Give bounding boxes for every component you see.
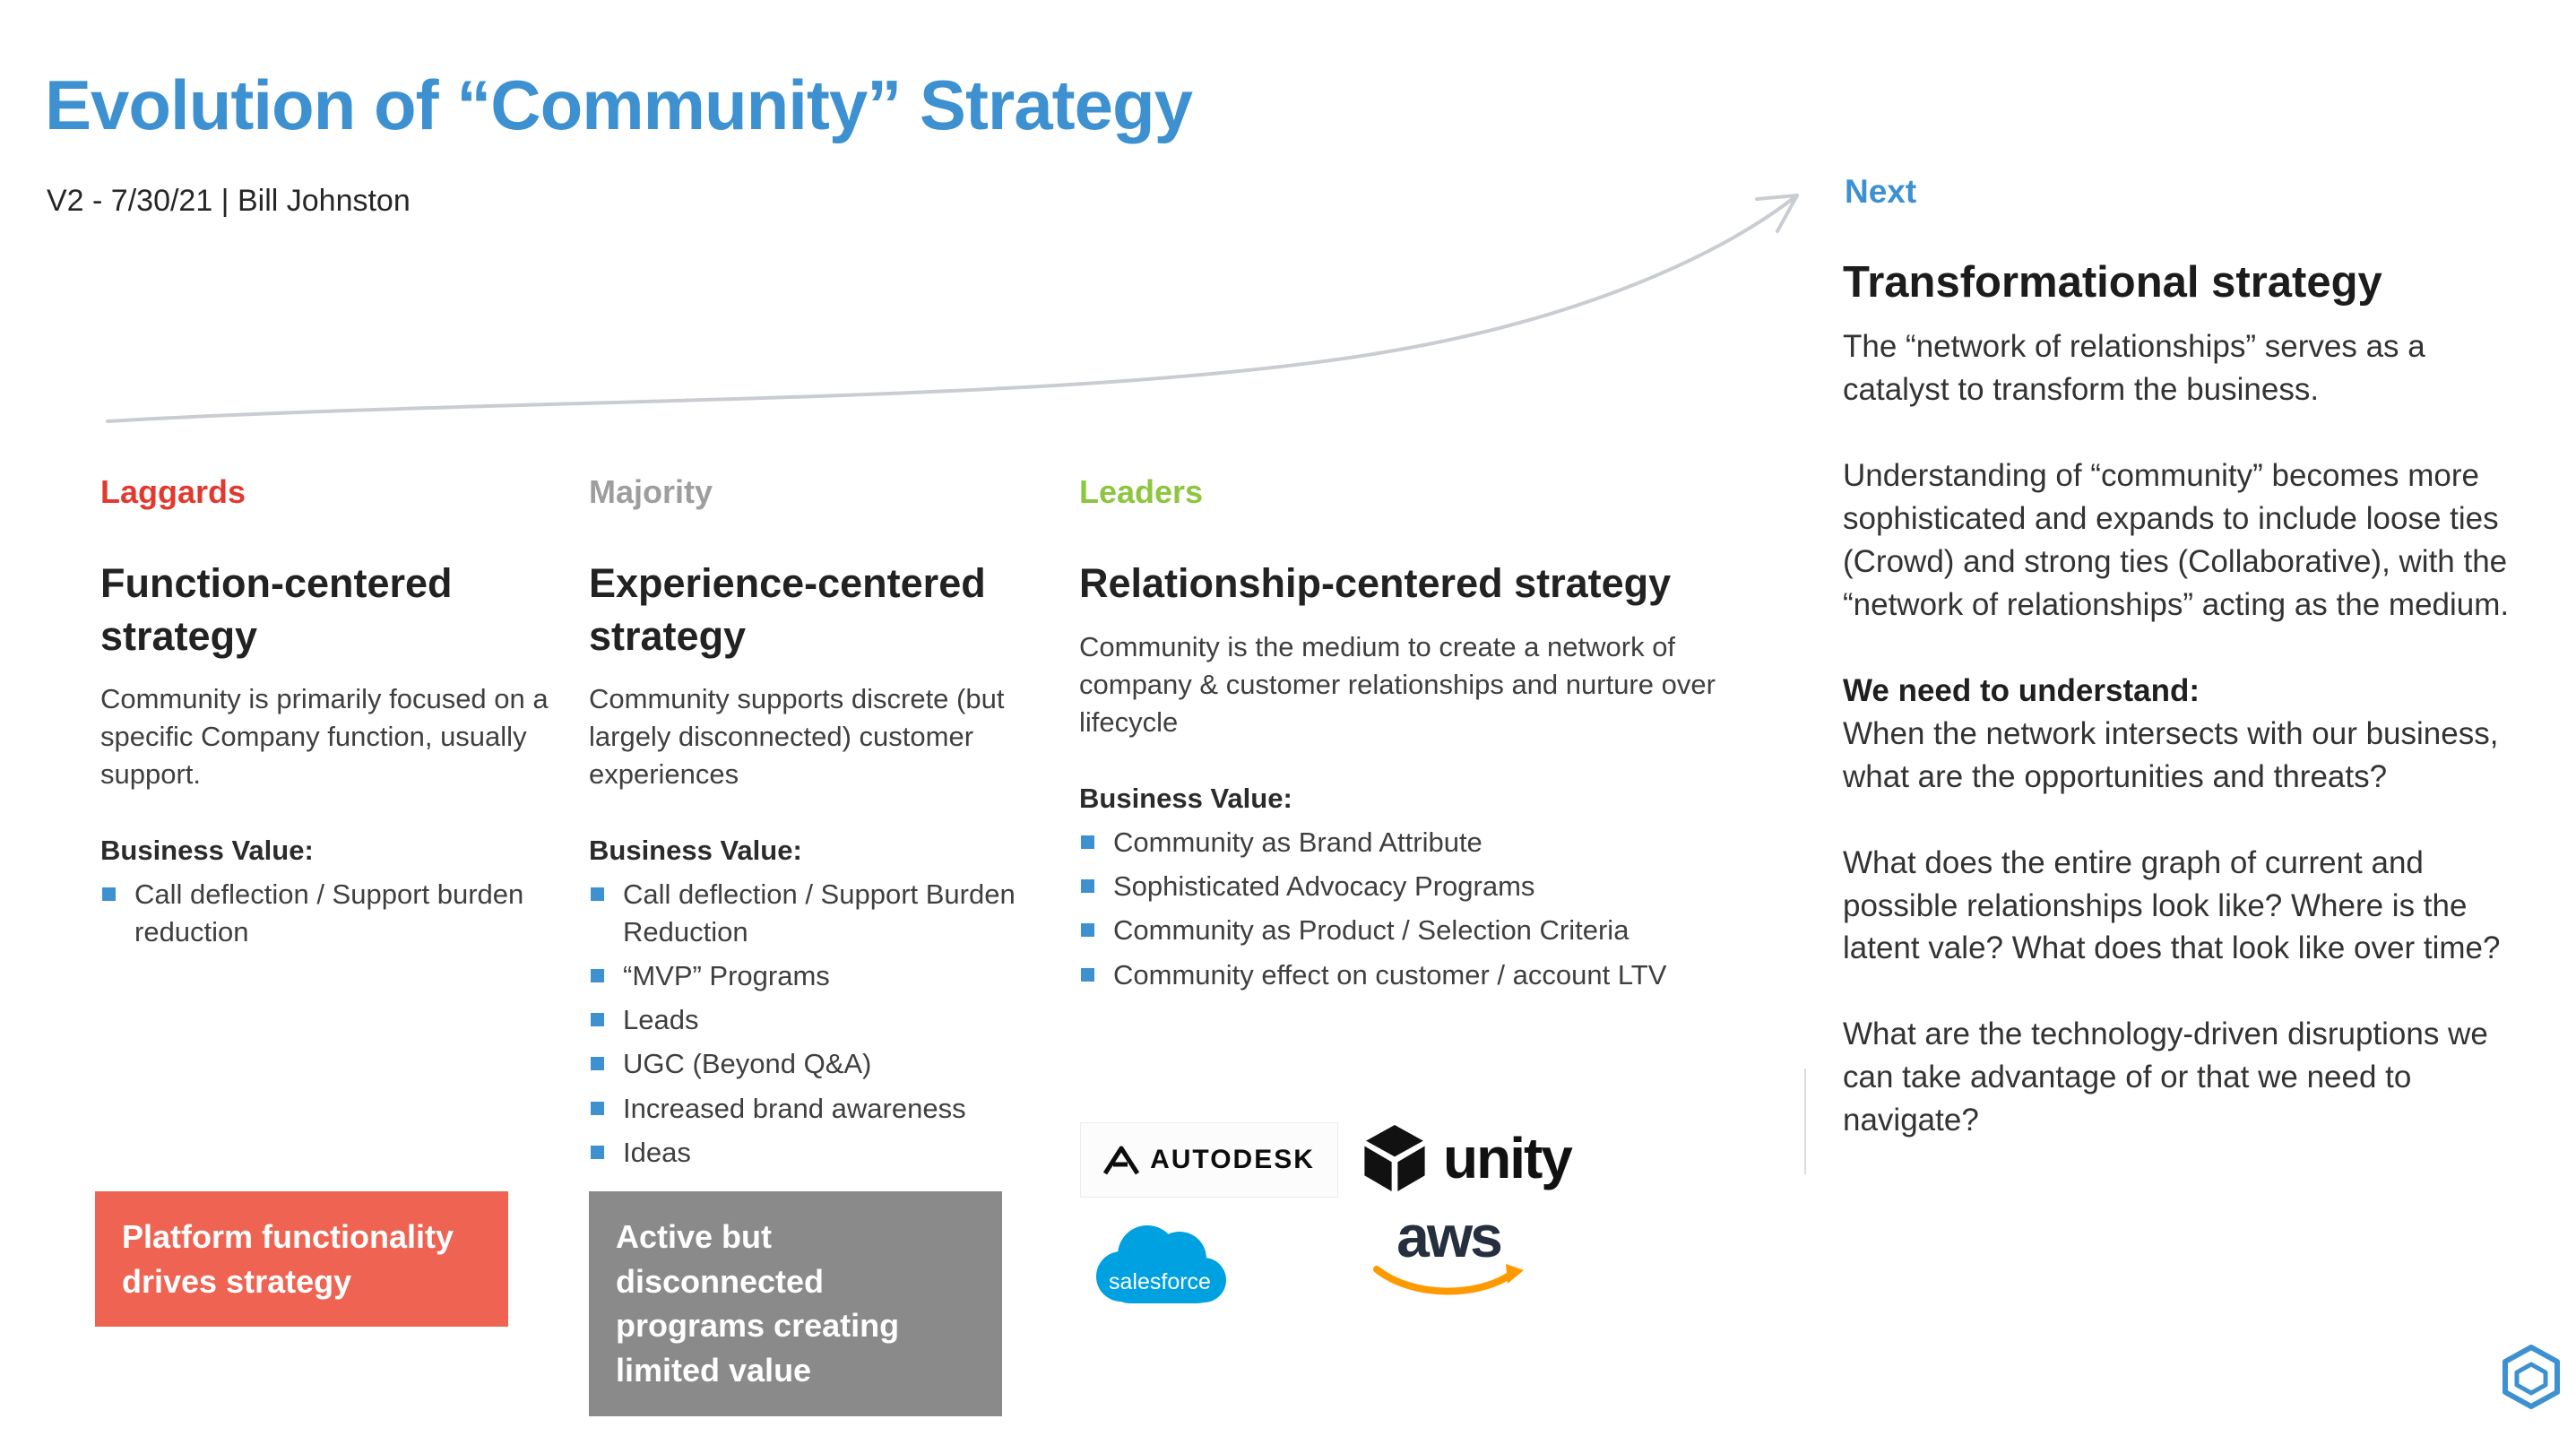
bullet-text: Community as Brand Attribute [1113, 826, 1482, 858]
list-item: Call deflection / Support Burden Reducti… [589, 876, 1042, 949]
stage-label-laggards: Laggards [100, 473, 246, 510]
list-item: Leads [589, 1001, 1042, 1038]
bullet-square-icon [591, 1101, 604, 1115]
column-leaders: Leaders Relationship-centered strategy C… [1079, 473, 1778, 1000]
laggards-callout-box: Platform functionality drives strategy [95, 1191, 508, 1328]
column-laggards: Laggards Function-centered strategy Comm… [100, 473, 553, 957]
bullet-text: Leads [623, 1004, 699, 1036]
salesforce-logo: salesforce [1096, 1225, 1226, 1303]
autodesk-logo: AUTODESK [1080, 1122, 1338, 1198]
bullet-text: “MVP” Programs [623, 959, 830, 991]
bullet-square-icon [591, 1145, 604, 1159]
majority-callout-box: Active but disconnected programs creatin… [589, 1191, 1002, 1416]
list-item: “MVP” Programs [589, 957, 1042, 994]
aws-wordmark: aws [1396, 1203, 1503, 1269]
business-value-label: Business Value: [1079, 782, 1292, 814]
next-heading: Transformational strategy [1843, 258, 2382, 307]
list-item: UGC (Beyond Q&A) [589, 1045, 1042, 1082]
column-divider [1804, 1069, 1806, 1174]
column-heading: Experience-centered strategy [589, 560, 986, 659]
next-paragraph: What are the technology-driven disruptio… [1843, 1017, 2488, 1138]
bullet-text: Increased brand awareness [623, 1092, 966, 1124]
bullet-text: Community as Product / Selection Criteri… [1113, 914, 1629, 947]
bullet-square-icon [1081, 967, 1094, 982]
stage-label-majority: Majority [589, 473, 713, 510]
bullet-square-icon [1081, 835, 1094, 849]
bullet-square-icon [591, 968, 604, 982]
business-value-list: Call deflection / Support burden reducti… [100, 876, 553, 949]
stage-label-leaders: Leaders [1079, 473, 1204, 510]
business-value-list: Community as Brand Attribute Sophisticat… [1079, 824, 1778, 993]
next-paragraph: The “network of relationships” serves as… [1843, 329, 2425, 408]
slide-subtitle: V2 - 7/30/21 | Bill Johnston [47, 184, 411, 218]
business-value-list: Call deflection / Support Burden Reducti… [589, 876, 1042, 1171]
list-item: Community effect on customer / account L… [1079, 956, 1778, 993]
business-value-label: Business Value: [100, 835, 314, 867]
bullet-text: Call deflection / Support burden reducti… [134, 878, 524, 947]
understand-label: We need to understand: [1843, 672, 2200, 708]
column-next: Transformational strategy The “network o… [1843, 253, 2522, 1185]
bullet-square-icon [591, 1013, 604, 1027]
column-heading: Relationship-centered strategy [1079, 560, 1672, 606]
list-item: Community as Brand Attribute [1079, 824, 1778, 861]
next-paragraph: When the network intersects with our bus… [1843, 715, 2499, 794]
list-item: Increased brand awareness [589, 1090, 1042, 1127]
bullet-square-icon [1081, 879, 1094, 894]
aws-smile-icon [1373, 1264, 1524, 1295]
unity-logo: unity [1357, 1117, 1573, 1199]
unity-mark-icon [1364, 1125, 1425, 1191]
bullet-square-icon [1081, 923, 1094, 938]
column-majority: Majority Experience-centered strategy Co… [589, 473, 1042, 1178]
autodesk-mark-icon [1103, 1146, 1140, 1175]
next-stage-label: Next [1845, 173, 1917, 210]
next-paragraph: What does the entire graph of current an… [1843, 844, 2501, 966]
page-title: Evolution of “Community” Strategy [45, 65, 1193, 144]
bullet-text: Community effect on customer / account L… [1113, 958, 1667, 991]
unity-wordmark: unity [1443, 1126, 1573, 1190]
bullet-text: Call deflection / Support Burden Reducti… [623, 878, 1016, 947]
column-description: Community is the medium to create a netw… [1079, 630, 1716, 738]
autodesk-wordmark: AUTODESK [1150, 1145, 1315, 1174]
bullet-square-icon [591, 887, 604, 902]
column-description: Community is primarily focused on a spec… [100, 683, 549, 791]
bullet-text: Sophisticated Advocacy Programs [1113, 870, 1535, 903]
bullet-text: Ideas [623, 1136, 691, 1168]
business-value-label: Business Value: [589, 835, 802, 867]
list-item: Call deflection / Support burden reducti… [100, 876, 553, 949]
structure3c-logo-icon [2503, 1345, 2560, 1409]
column-heading: Function-centered strategy [100, 560, 453, 659]
bullet-square-icon [102, 887, 116, 902]
bullet-text: UGC (Beyond Q&A) [623, 1048, 872, 1080]
list-item: Community as Product / Selection Criteri… [1079, 912, 1778, 948]
bullet-square-icon [591, 1057, 604, 1071]
list-item: Ideas [589, 1134, 1042, 1171]
column-description: Community supports discrete (but largely… [589, 683, 1005, 791]
salesforce-wordmark: salesforce [1109, 1269, 1211, 1294]
next-paragraph: Understanding of “community” becomes mor… [1843, 458, 2510, 622]
aws-logo: aws [1370, 1207, 1527, 1308]
growth-arrow-icon [106, 194, 1799, 423]
list-item: Sophisticated Advocacy Programs [1079, 868, 1778, 904]
